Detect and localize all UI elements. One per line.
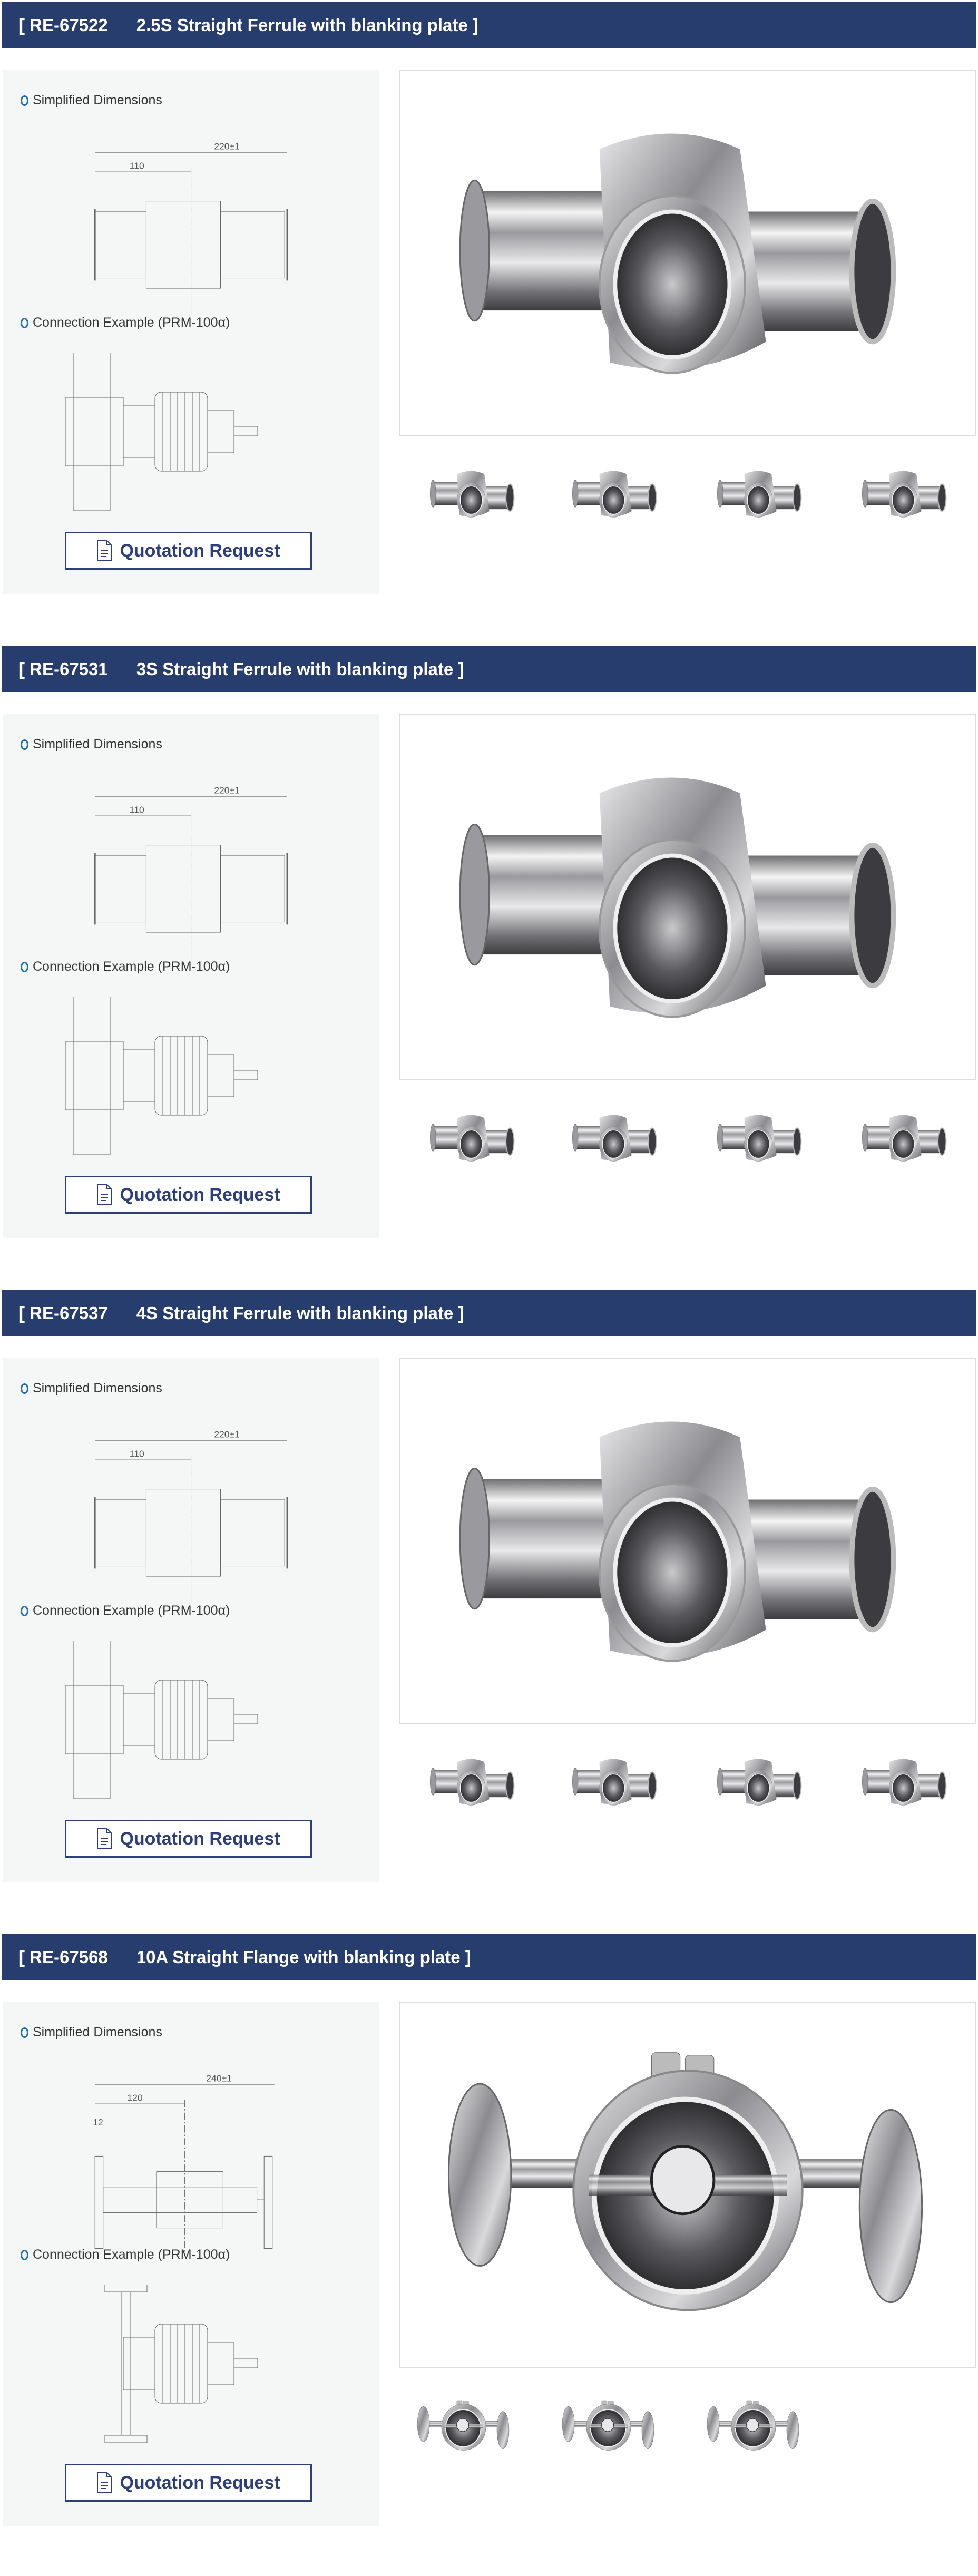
connection-drawing: [65, 1640, 258, 1799]
spec-panel: Simplified Dimensions 220±1 110 Connecti…: [3, 70, 379, 594]
half-dimension-label: 110: [130, 1448, 144, 1459]
product-header: [ RE-67522 2.5S Straight Ferrule with bl…: [2, 2, 976, 48]
product-thumbnail[interactable]: [561, 1746, 672, 1818]
product-code: [ RE-67531: [19, 659, 108, 679]
ring-bullet-icon: [21, 2249, 28, 2260]
quotation-request-label: Quotation Request: [120, 540, 280, 561]
connection-heading: Connection Example (PRM-100α): [21, 959, 230, 974]
product-code: [ RE-67537: [19, 1303, 108, 1323]
product-main-image: [399, 2002, 976, 2368]
ring-bullet-icon: [21, 95, 28, 106]
product-thumbnail[interactable]: [419, 1746, 530, 1818]
product-code: [ RE-67522: [19, 15, 108, 35]
connection-drawing: [65, 996, 258, 1155]
product-code: [ RE-67568: [19, 1947, 108, 1967]
product-thumbnail[interactable]: [851, 458, 962, 530]
dimension-drawing: 240±1 120 12: [93, 2073, 275, 2254]
product-thumbnail[interactable]: [851, 1746, 962, 1818]
connection-drawing: [104, 2284, 258, 2443]
dimensions-heading: Simplified Dimensions: [21, 2025, 162, 2040]
ring-bullet-icon: [21, 739, 28, 750]
spec-panel: Simplified Dimensions 240±1 120 12 Conne…: [3, 2002, 379, 2526]
connection-drawing: [65, 352, 258, 511]
connection-heading-text: Connection Example (PRM-100α): [33, 2247, 230, 2262]
dimensions-heading-text: Simplified Dimensions: [33, 2025, 162, 2040]
connection-heading-text: Connection Example (PRM-100α): [33, 1603, 230, 1618]
product-thumbnail[interactable]: [706, 1746, 817, 1818]
product-section: [ RE-67568 10A Straight Flange with blan…: [0, 1932, 978, 2576]
ring-bullet-icon: [21, 1383, 28, 1394]
ring-bullet-icon: [21, 1605, 28, 1616]
product-thumbnail[interactable]: [419, 458, 530, 530]
connection-heading-text: Connection Example (PRM-100α): [33, 315, 230, 330]
product-thumbnail[interactable]: [408, 2390, 519, 2462]
product-title: 4S Straight Ferrule with blanking plate …: [136, 1303, 464, 1323]
document-icon: [97, 1828, 112, 1849]
product-thumbnail[interactable]: [706, 458, 817, 530]
connection-heading: Connection Example (PRM-100α): [21, 315, 230, 330]
spec-panel: Simplified Dimensions 220±1 110 Connecti…: [3, 714, 379, 1238]
product-header: [ RE-67531 3S Straight Ferrule with blan…: [2, 646, 976, 692]
product-thumbnail[interactable]: [698, 2390, 809, 2462]
product-section: [ RE-67537 4S Straight Ferrule with blan…: [0, 1288, 978, 1932]
product-title: 3S Straight Ferrule with blanking plate …: [136, 659, 464, 679]
overall-dimension-label: 220±1: [214, 785, 240, 795]
overall-dimension-label: 220±1: [214, 1429, 240, 1439]
dimensions-heading: Simplified Dimensions: [21, 737, 162, 752]
half-dimension-label: 110: [130, 160, 144, 171]
half-dimension-label: 120: [127, 2092, 142, 2103]
quotation-request-button[interactable]: Quotation Request: [65, 1176, 312, 1214]
product-title: 10A Straight Flange with blanking plate …: [136, 1947, 471, 1967]
document-icon: [97, 540, 112, 561]
product-thumbnail[interactable]: [706, 1102, 817, 1174]
product-header: [ RE-67537 4S Straight Ferrule with blan…: [2, 1290, 976, 1336]
overall-dimension-label: 240±1: [206, 2073, 232, 2083]
document-icon: [97, 1184, 112, 1205]
ring-bullet-icon: [21, 317, 28, 328]
product-thumbnail[interactable]: [419, 1102, 530, 1174]
quotation-request-label: Quotation Request: [120, 2472, 280, 2493]
ring-bullet-icon: [21, 2027, 28, 2038]
overall-dimension-label: 220±1: [214, 141, 240, 151]
product-section: [ RE-67522 2.5S Straight Ferrule with bl…: [0, 0, 978, 644]
connection-heading-text: Connection Example (PRM-100α): [33, 959, 230, 974]
product-thumbnail[interactable]: [561, 1102, 672, 1174]
quotation-request-label: Quotation Request: [120, 1828, 280, 1849]
product-main-image: [399, 714, 976, 1080]
quotation-request-button[interactable]: Quotation Request: [65, 2464, 312, 2502]
dimensions-heading-text: Simplified Dimensions: [33, 737, 162, 752]
spec-panel: Simplified Dimensions 220±1 110 Connecti…: [3, 1358, 379, 1882]
ring-bullet-icon: [21, 961, 28, 972]
dimension-drawing: 220±1 110: [94, 785, 288, 966]
product-main-image: [399, 1358, 976, 1724]
product-header: [ RE-67568 10A Straight Flange with blan…: [2, 1934, 976, 1980]
dimensions-heading-text: Simplified Dimensions: [33, 93, 162, 108]
half-dimension-label: 110: [130, 804, 144, 815]
quotation-request-button[interactable]: Quotation Request: [65, 1820, 312, 1858]
product-section: [ RE-67531 3S Straight Ferrule with blan…: [0, 644, 978, 1288]
dimension-drawing: 220±1 110: [94, 1429, 288, 1610]
product-thumbnail[interactable]: [851, 1102, 962, 1174]
product-thumbnail[interactable]: [553, 2390, 664, 2462]
product-main-image: [399, 70, 976, 436]
document-icon: [97, 2472, 112, 2493]
quotation-request-label: Quotation Request: [120, 1184, 280, 1205]
dimensions-heading: Simplified Dimensions: [21, 1381, 162, 1396]
connection-heading: Connection Example (PRM-100α): [21, 1603, 230, 1618]
dimension-drawing: 220±1 110: [94, 141, 288, 322]
product-thumbnail[interactable]: [561, 458, 672, 530]
connection-heading: Connection Example (PRM-100α): [21, 2247, 230, 2262]
quotation-request-button[interactable]: Quotation Request: [65, 532, 312, 570]
dimensions-heading-text: Simplified Dimensions: [33, 1381, 162, 1396]
product-title: 2.5S Straight Ferrule with blanking plat…: [136, 15, 478, 35]
flange-dimension-label: 12: [93, 2117, 103, 2128]
dimensions-heading: Simplified Dimensions: [21, 93, 162, 108]
